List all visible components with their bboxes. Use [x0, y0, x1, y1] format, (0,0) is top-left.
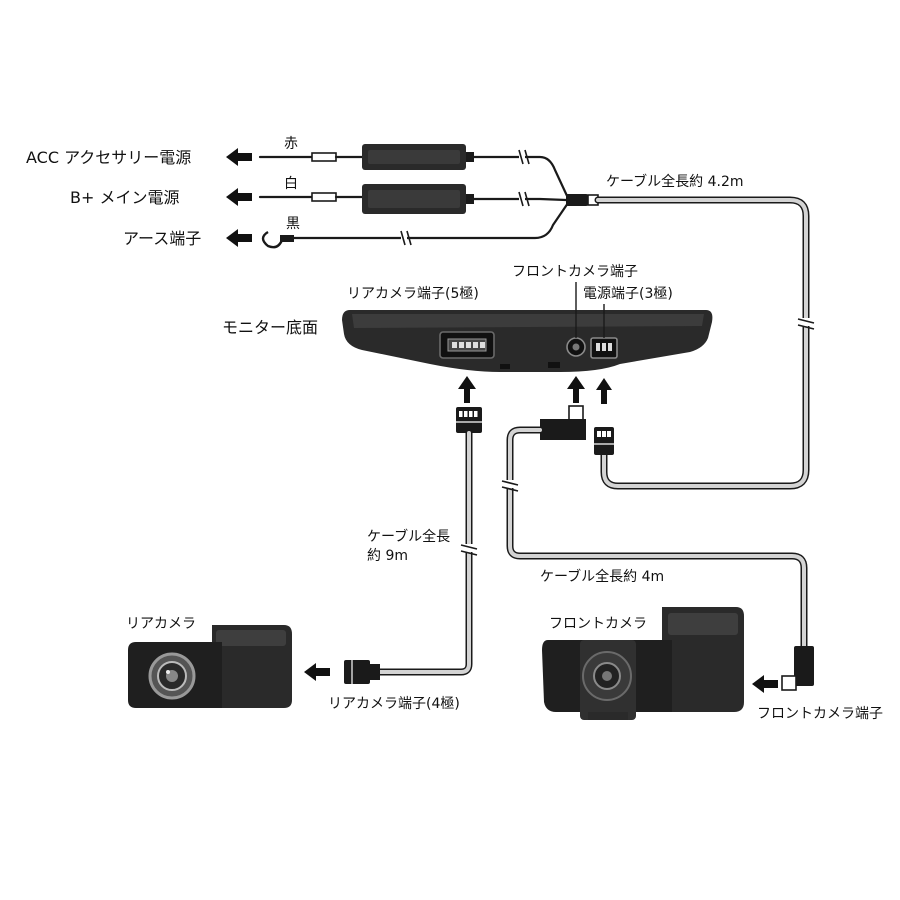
red-wire-label: 赤 [284, 136, 298, 152]
ring-terminal-icon [261, 230, 294, 249]
rear-cam-left-arrow-icon [304, 663, 330, 681]
monitor-bottom-label: モニター底面 [222, 318, 318, 337]
monitor-unit [342, 310, 713, 372]
bplus-wire-terminal [311, 192, 337, 202]
rear-cam-5pin-label: リアカメラ端子(5極) [347, 286, 479, 302]
rear-cable-length-line2: 約 9m [367, 548, 408, 564]
harness-break-marks [400, 149, 530, 246]
rear-5pin-plug [456, 407, 482, 433]
front-cam-port-bottom-label: フロントカメラ端子 [757, 706, 883, 722]
acc-arrow-icon [226, 148, 252, 166]
black-wire-label: 黒 [286, 216, 300, 232]
front-camera-device [542, 607, 744, 720]
acc-wire-terminal [311, 152, 337, 162]
rear-cam-4pin-label: リアカメラ端子(4極) [328, 696, 460, 712]
harness-junction [566, 194, 588, 206]
front-cam-port-top-label: フロントカメラ端子 [512, 264, 638, 280]
bplus-arrow-icon [226, 188, 252, 206]
earth-arrow-icon [226, 229, 252, 247]
bplus-power-label: B+ メイン電源 [70, 188, 179, 207]
cable-length-42m-label: ケーブル全長約 4.2m [606, 173, 744, 190]
front-up-arrow-icon [567, 376, 585, 403]
white-wire-label: 白 [284, 176, 298, 192]
rear-cable-length-line1: ケーブル全長 [367, 528, 450, 545]
front-l-plug-top [540, 419, 586, 440]
rear-camera-cable [304, 376, 482, 684]
power-3pin-label: 電源端子(3極) [583, 286, 673, 302]
power-harness: ACC アクセサリー電源 赤 B+ メイン電源 白 アース端子 黒 [26, 136, 599, 249]
acc-power-label: ACC アクセサリー電源 [26, 148, 191, 167]
front-cable-length-label: ケーブル全長約 4m [540, 568, 664, 585]
front-camera-cable [501, 376, 814, 693]
rear-camera-label: リアカメラ [126, 616, 196, 632]
rear-up-arrow-icon [458, 376, 476, 403]
front-camera-label: フロントカメラ [549, 616, 647, 632]
rear-4pin-plug [344, 660, 370, 684]
rear-camera-device [128, 625, 292, 708]
front-cam-left-arrow-icon [752, 675, 778, 693]
earth-terminal-label: アース端子 [123, 229, 201, 248]
power-cable [594, 196, 815, 490]
front-l-plug-bottom [794, 646, 814, 686]
power-up-arrow-icon [596, 378, 612, 404]
